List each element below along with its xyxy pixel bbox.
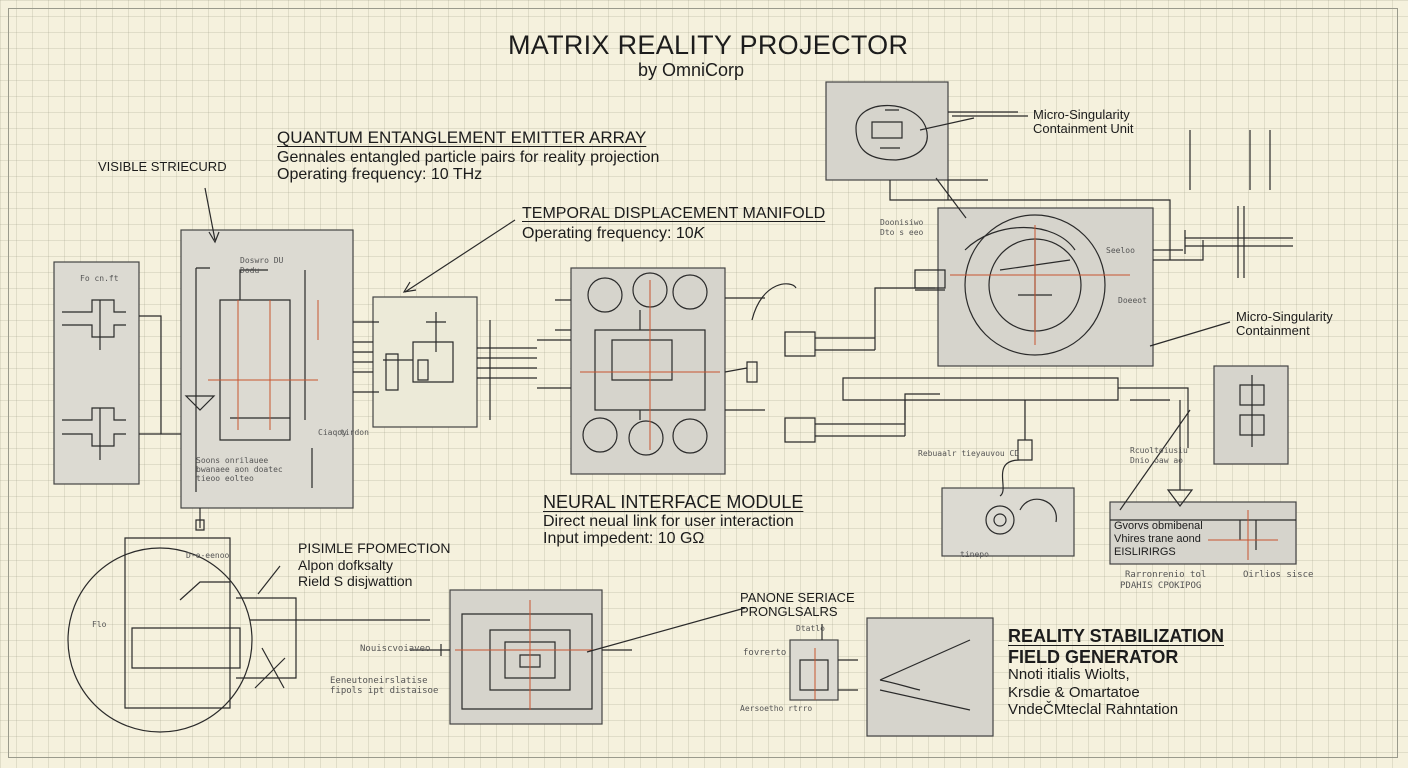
tiny-annotation: D-e-eenoo (186, 551, 230, 560)
left-note-line1: Soons onrilauee (196, 456, 269, 465)
sm-line2: Vhires trane aond (1114, 533, 1201, 545)
tiny-annotation: Dodu (240, 266, 260, 275)
ps-line1: PANONE SERIACE (740, 590, 855, 605)
diagram-title: MATRIX REALITY PROJECTOR (508, 30, 909, 60)
ps-line2: PRONGLSALRS (740, 604, 838, 619)
tiny-annotation: Flo (92, 620, 107, 629)
sm-caption3: Oirlios sisce (1243, 570, 1314, 580)
rs-line2: Krsdie & Omartatoe (1008, 684, 1140, 701)
nim-title: NEURAL INTERFACE MODULE (543, 492, 804, 512)
circuit-note-line1: Eeneutoneirslatise (330, 676, 428, 686)
visible-structure-panel (180, 229, 354, 509)
pp-line1: Alpon dofksalty (298, 557, 393, 573)
rs-line1: Nnoti itialis Wiolts, (1008, 666, 1130, 683)
circuit-panel (449, 589, 603, 725)
pannone-note: fovrerto (743, 648, 787, 658)
sm-line1: Gvorvs obmibenal (1114, 520, 1203, 532)
left-note-line2: bwanaee aon doatec (196, 465, 283, 474)
tiny-annotation: tirdon (340, 428, 369, 437)
left-note-line3: tieoo eolteo (196, 474, 254, 483)
msc-top-label-line2: Containment Unit (1033, 121, 1134, 136)
emitter-array-panel (372, 296, 478, 428)
tiny-annotation: Doonisiwo (880, 218, 924, 227)
qee-frequency: Operating frequency: 10 THz (277, 166, 483, 183)
qee-title: QUANTUM ENTANGLEMENT EMITTER ARRAY (277, 128, 647, 147)
nim-description: Direct neual link for user interaction (543, 513, 794, 530)
tiny-annotation: Fo cn.ft (80, 274, 119, 283)
tiny-annotation: tinepo (960, 550, 989, 559)
pannone-note2: Aersoetho rtrro (740, 704, 813, 713)
summary-module-panel (1109, 501, 1297, 565)
sm-caption1: Rarronrenio tol (1125, 570, 1207, 580)
micro-singularity-main-panel (937, 207, 1154, 367)
temporal-manifold-panel (570, 267, 726, 475)
sensor-panel (941, 487, 1075, 557)
rs-title-line1: REALITY STABILIZATION (1008, 626, 1224, 646)
tiny-annotation: Doeeot (1118, 296, 1147, 305)
tiny-annotation: Dto s eeo (880, 228, 924, 237)
tiny-annotation: Ciaqoy (318, 428, 347, 437)
sm-caption2: PDAHIS CPOKIPOG (1120, 581, 1202, 591)
tdm-title: TEMPORAL DISPLACEMENT MANIFOLD (522, 205, 826, 222)
right-small-note3: Dnio oaw ao (1130, 456, 1183, 465)
visible-structure-label: VISIBLE STRIECURD (98, 159, 227, 174)
right-small-note2: Rcuoltoiusiu (1130, 446, 1188, 455)
msc-top-label-line1: Micro-Singularity (1033, 107, 1130, 122)
tiny-annotation: Dtatlo (796, 624, 825, 633)
micro-singularity-top-panel (825, 81, 949, 181)
tdm-frequency: Operating frequency: 10K (522, 225, 704, 243)
right-small-note1: Rebuaalr tieyauvou CD (918, 449, 1020, 458)
pannone-panel (789, 639, 839, 701)
drawing-frame (8, 8, 1398, 758)
qee-description: Gennales entangled particle pairs for re… (277, 149, 660, 166)
pp-line2: Rield S disjwattion (298, 573, 413, 589)
pp-title: PISIMLE FPOMECTION (298, 540, 451, 556)
tdm-frequency-value: Operating frequency: 10 (522, 225, 694, 242)
tiny-annotation: Seeloo (1106, 246, 1135, 255)
msc-right-label-line2: Containment (1236, 323, 1310, 338)
rs-line3: VndeČMteclal Rahntation (1008, 701, 1179, 718)
diagram-subtitle: by OmniCorp (638, 60, 745, 80)
tiny-annotation: Doswro DU (240, 256, 284, 265)
tdm-frequency-unit: K (693, 225, 705, 242)
left-module-panel (53, 261, 140, 485)
circuit-note-line2: fipols ipt distaisoe (330, 686, 439, 696)
sm-line3: EISLIRIRGS (1114, 546, 1176, 558)
nim-impedance: Input impedent: 10 GΩ (543, 530, 705, 547)
msc-right-label-line1: Micro-Singularity (1236, 309, 1333, 324)
circuit-input-label: Nouiscvoiaveo (360, 644, 431, 654)
rs-title-line2: FIELD GENERATOR (1008, 647, 1179, 667)
